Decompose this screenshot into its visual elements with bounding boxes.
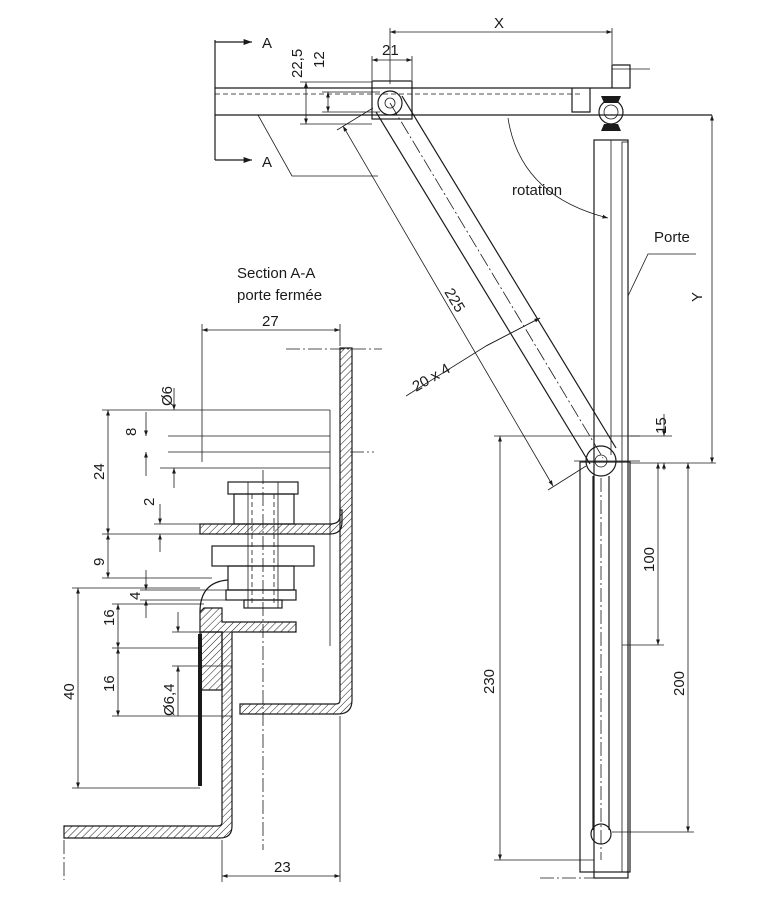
label-bar-size: 20 x 4 <box>410 360 454 395</box>
dim-diameter-6: Ø6 <box>159 386 176 406</box>
dim-22-5: 22,5 <box>289 49 306 78</box>
dim-23: 23 <box>274 859 291 876</box>
section-subtitle: porte fermée <box>237 287 322 304</box>
dim-100: 100 <box>641 547 658 572</box>
dim-200: 200 <box>671 671 688 696</box>
dim-15: 15 <box>653 417 670 434</box>
section-view: Section A-A porte fermée 27 <box>61 265 382 882</box>
dim-24: 24 <box>91 463 108 480</box>
dim-diameter-6-4: Ø6,4 <box>161 683 178 716</box>
dim-8: 8 <box>123 428 140 436</box>
section-marker-top: A <box>262 35 272 52</box>
section-marker-bottom: A <box>262 154 272 171</box>
dim-x: X <box>494 15 504 32</box>
label-rotation: rotation <box>512 182 562 199</box>
top-view: A A X 21 22,5 12 225 20 x 4 rota <box>214 15 716 879</box>
dim-40: 40 <box>61 683 78 700</box>
dim-21: 21 <box>382 42 399 59</box>
dim-y: Y <box>689 292 706 302</box>
section-title: Section A-A <box>237 265 315 282</box>
dim-27: 27 <box>262 313 279 330</box>
dim-16-lower: 16 <box>101 675 118 692</box>
dim-2: 2 <box>141 498 158 506</box>
dim-12: 12 <box>311 51 328 68</box>
dim-4: 4 <box>127 592 144 600</box>
dim-225: 225 <box>441 285 468 315</box>
dim-230: 230 <box>481 669 498 694</box>
dim-9: 9 <box>91 558 108 566</box>
label-porte: Porte <box>654 229 690 246</box>
dim-16-upper: 16 <box>101 609 118 626</box>
